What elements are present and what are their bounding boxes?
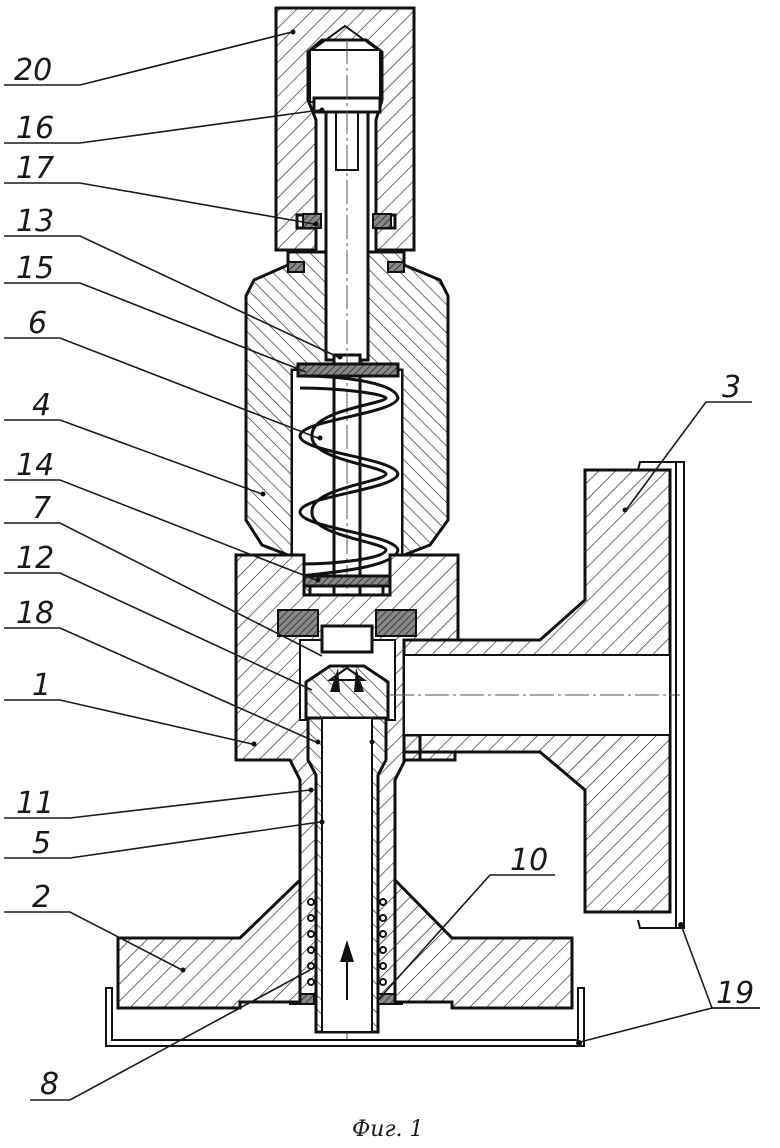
hex-nut bbox=[320, 624, 374, 654]
label-18: 18 bbox=[16, 596, 54, 631]
oring-left bbox=[287, 261, 305, 273]
guide-nut-14 bbox=[277, 609, 319, 637]
label-16: 16 bbox=[16, 111, 54, 146]
leader-lines bbox=[4, 31, 760, 1101]
inlet-nozzle-part-5 bbox=[306, 716, 388, 1034]
label-6: 6 bbox=[28, 306, 47, 341]
label-17: 17 bbox=[16, 151, 54, 186]
bottom-cover-19 bbox=[105, 987, 585, 1047]
label-2: 2 bbox=[32, 880, 51, 915]
label-8: 8 bbox=[40, 1067, 59, 1102]
label-19: 19 bbox=[716, 976, 754, 1011]
label-15: 15 bbox=[16, 251, 54, 286]
label-4: 4 bbox=[32, 388, 51, 423]
label-14: 14 bbox=[16, 448, 54, 483]
spindle-tip-left bbox=[330, 668, 340, 692]
flow-arrow-icon bbox=[340, 940, 354, 1000]
valve-disc-7 bbox=[304, 664, 390, 720]
label-3: 3 bbox=[722, 370, 741, 405]
label-20: 20 bbox=[14, 53, 52, 88]
base-flange-part-2 bbox=[116, 876, 574, 1010]
label-5: 5 bbox=[32, 826, 51, 861]
spring-part-6 bbox=[298, 374, 400, 578]
seal-17-right bbox=[372, 213, 392, 229]
flange-cover-19 bbox=[637, 461, 685, 929]
spring-plate-lower bbox=[296, 574, 400, 588]
cap-cavity bbox=[309, 49, 381, 103]
spindle-tip-right bbox=[354, 668, 364, 692]
label-1: 1 bbox=[32, 668, 51, 703]
seal-17 bbox=[302, 213, 322, 229]
guide-nut-14-right bbox=[375, 609, 417, 637]
figure-caption: Фиг. 1 bbox=[352, 1117, 424, 1142]
outlet-part-3 bbox=[390, 468, 680, 914]
part-labels: 20 16 17 13 15 6 4 14 7 12 18 1 11 5 2 1… bbox=[14, 53, 754, 1102]
label-7: 7 bbox=[32, 491, 51, 526]
spring-8 bbox=[307, 898, 387, 986]
label-10: 10 bbox=[510, 843, 548, 878]
oring-right bbox=[387, 261, 405, 273]
label-12: 12 bbox=[16, 541, 54, 576]
label-13: 13 bbox=[16, 204, 54, 239]
cap-cavity-cone bbox=[311, 24, 379, 51]
label-11: 11 bbox=[16, 786, 54, 821]
spring-plate-15 bbox=[296, 362, 400, 378]
